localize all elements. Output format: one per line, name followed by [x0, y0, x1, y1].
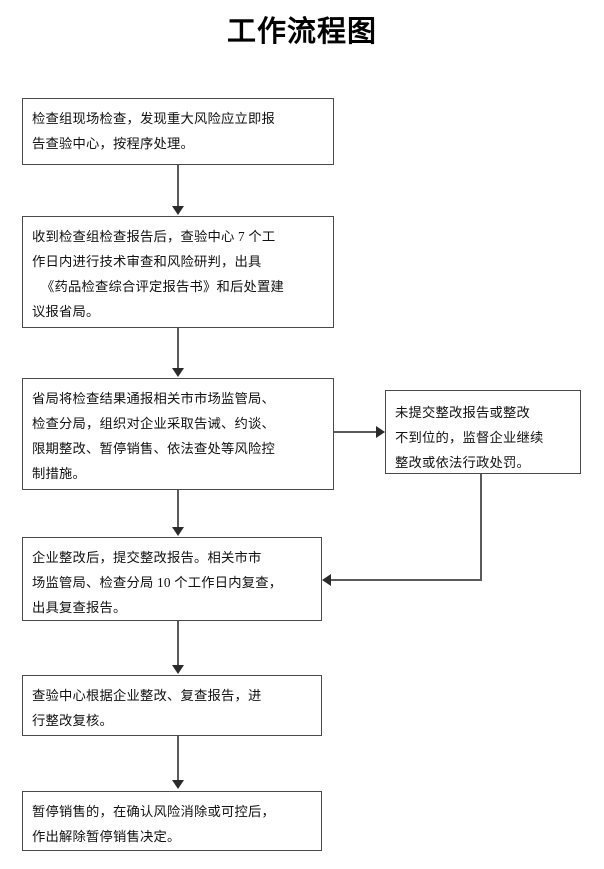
connector-side-node-to-node4 [331, 579, 482, 581]
node-text-line: 行整改复核。 [32, 713, 113, 728]
connector-node4-to-node5 [177, 621, 179, 666]
node-text-line: 查验中心根据企业整改、复查报告，进 [32, 688, 262, 703]
node-text-line: 未提交整改报告或整改 [395, 405, 530, 420]
node-text-line: 《药品检查综合评定报告书》和后处置建 [41, 279, 284, 294]
node-text-line: 场监管局、检查分局 10 个工作日内复查， [32, 575, 283, 590]
arrow-down-icon [172, 527, 184, 536]
flow-node-noncompliance-penalty[interactable]: 未提交整改报告或整改 不到位的，监督企业继续 整改或依法行政处罚。 [385, 390, 581, 474]
flow-node-inspection-onsite[interactable]: 检查组现场检查，发现重大风险应立即报 告查验中心，按程序处理。 [22, 98, 334, 165]
connector-node5-to-node6 [177, 736, 179, 781]
node-text-line: 省局将检查结果通报相关市市场监管局、 [32, 391, 275, 406]
arrow-down-icon [172, 665, 184, 674]
node-text-line: 不到位的，监督企业继续 [395, 430, 544, 445]
flow-node-technical-review[interactable]: 收到检查组检查报告后，查验中心 7 个工 作日内进行技术审查和风险研判，出具 《… [22, 216, 334, 328]
connector-node3-to-node4 [177, 490, 179, 528]
connector-node3-to-side-node [334, 431, 377, 433]
node-text-line: 作日内进行技术审查和风险研判，出具 [32, 254, 262, 269]
node-text-line: 告查验中心，按程序处理。 [32, 136, 194, 151]
node-text-line: 收到检查组检查报告后，查验中心 7 个工 [32, 229, 276, 244]
page-title: 工作流程图 [226, 16, 377, 48]
node-text-line: 检查组现场检查，发现重大风险应立即报 [32, 111, 275, 126]
node-text-line: 暂停销售的，在确认风险消除或可控后， [32, 804, 275, 819]
arrow-right-icon [376, 426, 385, 438]
arrow-down-icon [172, 206, 184, 215]
flow-node-risk-control-measures[interactable]: 省局将检查结果通报相关市市场监管局、 检查分局，组织对企业采取告诫、约谈、 限期… [22, 378, 334, 490]
node-text-line: 检查分局，组织对企业采取告诫、约谈、 [32, 416, 275, 431]
connector-node1-to-node2 [177, 165, 179, 207]
arrow-down-icon [172, 368, 184, 377]
connector-node2-to-node3 [177, 328, 179, 369]
arrow-down-icon [172, 780, 184, 789]
flow-node-rectification-verification[interactable]: 查验中心根据企业整改、复查报告，进 行整改复核。 [22, 675, 322, 736]
flow-node-resume-sales-decision[interactable]: 暂停销售的，在确认风险消除或可控后， 作出解除暂停销售决定。 [22, 791, 322, 851]
node-text-line: 企业整改后，提交整改报告。相关市市 [32, 550, 262, 565]
node-text-line: 整改或依法行政处罚。 [395, 455, 530, 470]
connector-side-node-down [480, 474, 482, 581]
node-text-line: 制措施。 [32, 466, 86, 481]
node-text-line: 作出解除暂停销售决定。 [32, 829, 181, 844]
node-text-line: 限期整改、暂停销售、依法查处等风险控 [32, 441, 275, 456]
node-text-line: 议报省局。 [32, 304, 100, 319]
node-text-line: 出具复查报告。 [32, 600, 127, 615]
flow-node-rectification-recheck[interactable]: 企业整改后，提交整改报告。相关市市 场监管局、检查分局 10 个工作日内复查， … [22, 537, 322, 621]
arrow-left-icon [322, 574, 331, 586]
